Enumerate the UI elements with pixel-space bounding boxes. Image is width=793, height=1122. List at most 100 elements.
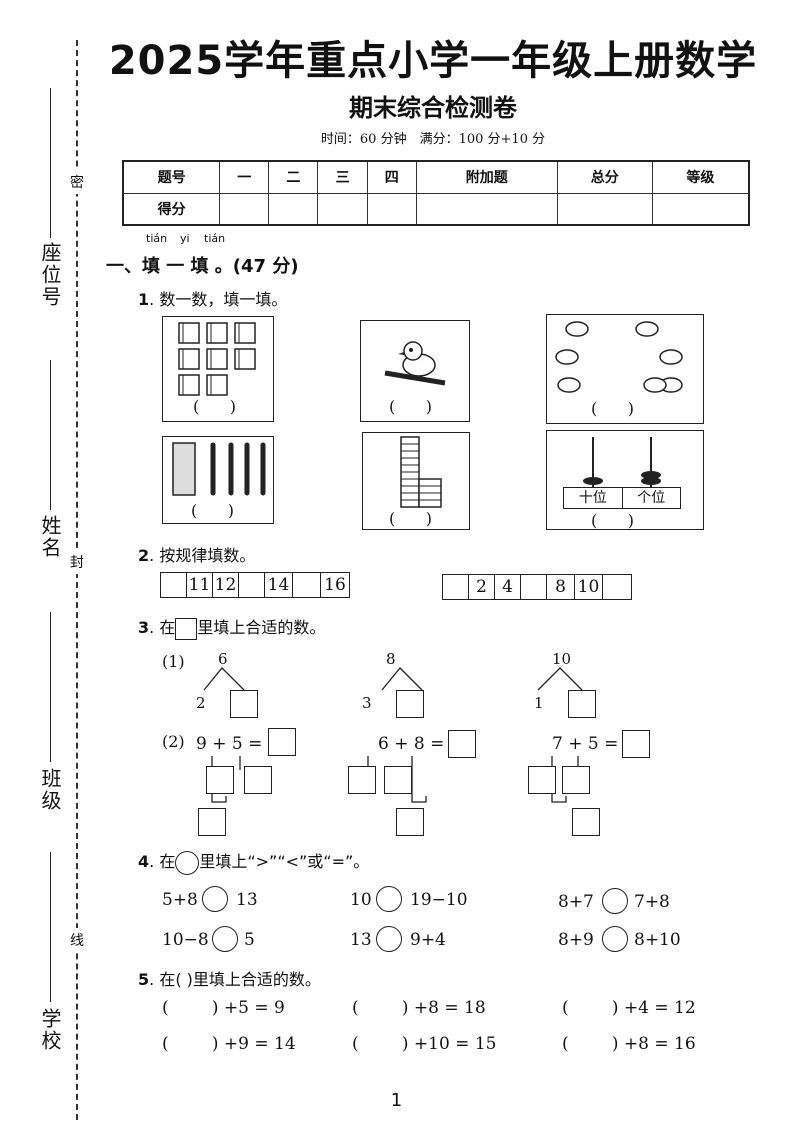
compare-circle[interactable] <box>602 926 628 952</box>
split-answer-box[interactable] <box>206 766 234 794</box>
score-cell[interactable] <box>317 192 368 226</box>
score-table: 题号 一 二 三 四 附加题 总分 等级 得分 <box>122 160 750 226</box>
picture-blocks: ( ) <box>362 432 470 530</box>
sequence-cell[interactable] <box>293 573 321 597</box>
split-answer-box[interactable] <box>244 766 272 794</box>
q3-text-b: 里填上合适的数。 <box>197 618 326 637</box>
picture-sticks: ( ) <box>162 436 274 524</box>
pinyin-tian: tián <box>146 232 168 245</box>
compare-right: 5 <box>244 930 255 950</box>
answer-paren[interactable]: ( ) <box>389 509 432 528</box>
missing-addend-item[interactable]: ( ) +4 = 12 <box>562 998 696 1018</box>
sum-answer-box[interactable] <box>268 728 296 756</box>
compare-circle[interactable] <box>602 888 628 914</box>
q2-prompt: 2. 按规律填数。 <box>138 542 255 566</box>
answer-paren[interactable]: ( ) <box>591 399 634 418</box>
score-table-header-row: 题号 一 二 三 四 附加题 总分 等级 <box>122 160 750 194</box>
picture-abacus: 十位 个位 ( ) <box>546 430 704 530</box>
missing-addend-item[interactable]: ( ) +8 = 16 <box>562 1034 696 1054</box>
score-cell[interactable] <box>651 192 750 226</box>
addition-expression: 9 + 5 = <box>196 734 263 754</box>
q3-text-a: . 在 <box>149 618 176 637</box>
sequence-cell[interactable] <box>161 573 187 597</box>
compare-circle[interactable] <box>376 926 402 952</box>
sequence-cell: 8 <box>547 575 575 599</box>
answer-paren[interactable]: ( ) <box>191 501 234 520</box>
q2-text: . 按规律填数。 <box>149 546 256 565</box>
sequence-two: 2 4 8 10 <box>442 574 632 600</box>
compare-left: 5+8 <box>162 890 198 910</box>
q4-number: 4 <box>138 852 150 871</box>
sequence-cell: 16 <box>324 575 346 595</box>
split-answer-box[interactable] <box>384 766 412 794</box>
split-answer-box[interactable] <box>528 766 556 794</box>
missing-addend-item[interactable]: ( ) +9 = 14 <box>162 1034 296 1054</box>
score-table-score-row: 得分 <box>122 192 750 226</box>
answer-paren[interactable]: ( ) <box>193 397 236 416</box>
bond-answer-box[interactable] <box>230 690 258 718</box>
answer-paren[interactable]: ( ) <box>591 511 634 530</box>
q5-text: . 在( )里填上合适的数。 <box>149 970 321 989</box>
seal-char-mi: 密 <box>68 170 86 194</box>
abacus-place-labels: 十位 个位 <box>563 487 681 509</box>
compare-left: 10 <box>350 890 372 910</box>
sequence-cell: 12 <box>213 573 239 597</box>
score-cell[interactable] <box>366 192 417 226</box>
compare-right: 7+8 <box>634 892 670 912</box>
school-label: 学校 <box>38 1008 62 1052</box>
compare-right: 9+4 <box>410 930 446 950</box>
exam-title: 2025学年重点小学一年级上册数学 <box>108 38 758 84</box>
sum-answer-box[interactable] <box>448 730 476 758</box>
bond-top-number: 6 <box>218 650 228 668</box>
compare-circle[interactable] <box>376 886 402 912</box>
split-answer-box[interactable] <box>348 766 376 794</box>
compare-left: 10−8 <box>162 930 209 950</box>
compare-circle[interactable] <box>212 926 238 952</box>
pinyin-yi: yi <box>180 232 190 245</box>
split-result-box[interactable] <box>198 808 226 836</box>
seat-write-line <box>50 88 51 238</box>
bond-left-number: 1 <box>534 694 544 712</box>
notebooks-illustration <box>178 322 256 396</box>
score-head-cell: 一 <box>219 160 270 194</box>
sequence-cell[interactable] <box>603 575 631 599</box>
addition-expression: 6 + 8 = <box>378 734 445 754</box>
sum-answer-box[interactable] <box>622 730 650 758</box>
binding-dashed-line <box>76 40 78 1120</box>
q1-number: 1 <box>138 290 150 309</box>
name-label: 姓名 <box>38 515 62 559</box>
compare-circle[interactable] <box>202 886 228 912</box>
missing-addend-item[interactable]: ( ) +8 = 18 <box>352 998 486 1018</box>
exam-meta: 时间：60 分钟 满分：100 分+10 分 <box>320 132 546 147</box>
q3-prompt: 3. 在里填上合适的数。 <box>138 614 325 640</box>
bond-answer-box[interactable] <box>396 690 424 718</box>
sequence-cell[interactable] <box>521 575 547 599</box>
score-cell[interactable] <box>415 192 558 226</box>
class-write-line <box>50 612 51 762</box>
picture-notebooks: ( ) <box>162 316 274 422</box>
sequence-cell: 2 <box>469 575 495 599</box>
sequence-cell: 10 <box>575 575 603 599</box>
picture-pigeons: ( ) <box>546 314 704 424</box>
missing-addend-item[interactable]: ( ) +5 = 9 <box>162 998 285 1018</box>
score-cell[interactable] <box>556 192 653 226</box>
split-answer-box[interactable] <box>562 766 590 794</box>
score-cell[interactable] <box>219 192 270 226</box>
missing-addend-item[interactable]: ( ) +10 = 15 <box>352 1034 497 1054</box>
split-result-box[interactable] <box>396 808 424 836</box>
sequence-cell[interactable] <box>443 575 469 599</box>
q3-part1-label: (1) <box>162 652 185 671</box>
bond-left-number: 2 <box>196 694 206 712</box>
score-cell[interactable] <box>268 192 319 226</box>
picture-bird: ( ) <box>360 320 470 422</box>
compare-right: 8+10 <box>634 930 681 950</box>
q4-prompt: 4. 在里填上“>”“<”或“=”。 <box>138 848 369 875</box>
compare-right: 19−10 <box>410 890 468 910</box>
circle-symbol <box>175 850 200 875</box>
score-head-cell: 三 <box>317 160 368 194</box>
bond-answer-box[interactable] <box>568 690 596 718</box>
split-result-box[interactable] <box>572 808 600 836</box>
score-head-cell: 题号 <box>122 160 221 194</box>
sequence-cell[interactable] <box>239 573 265 597</box>
answer-paren[interactable]: ( ) <box>389 397 432 416</box>
